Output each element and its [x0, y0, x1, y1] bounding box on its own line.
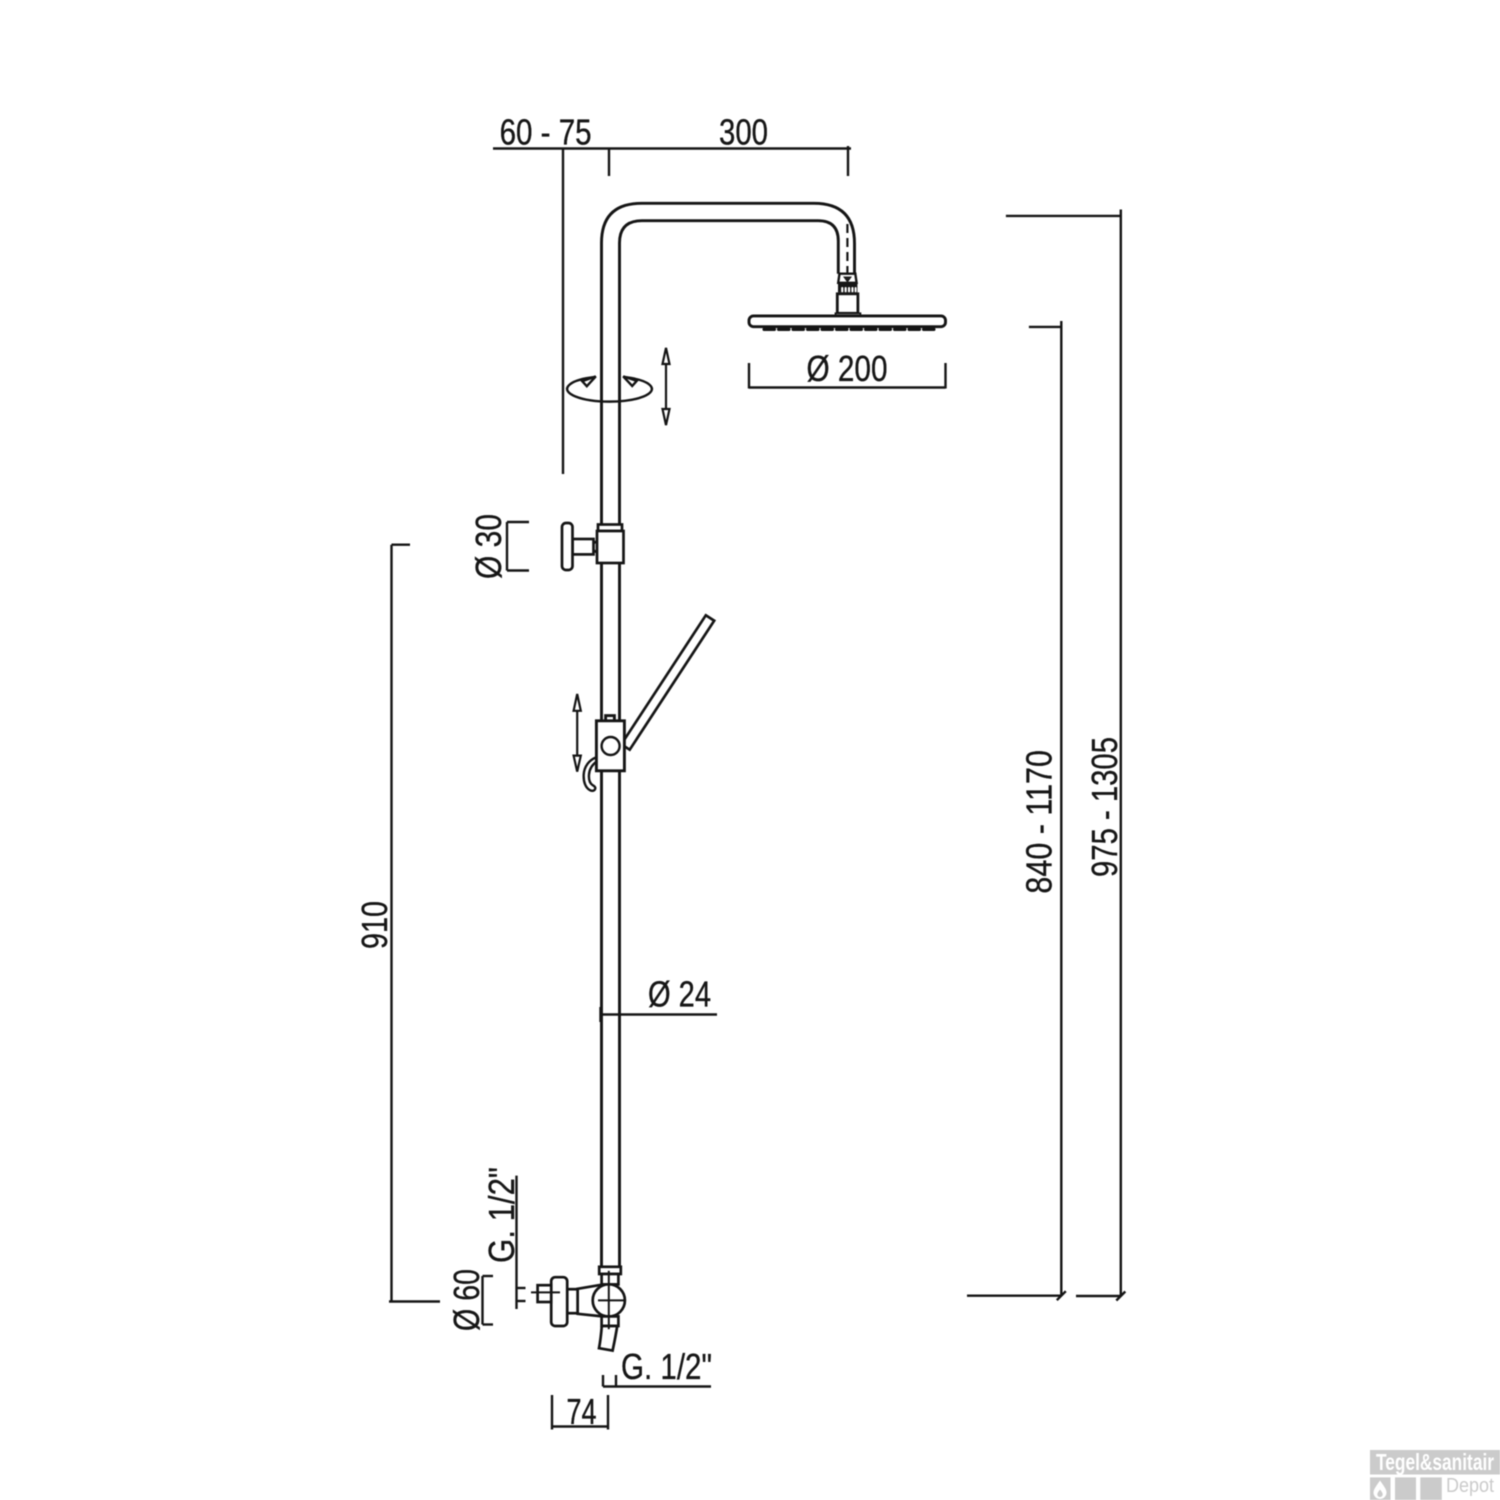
- svg-text:300: 300: [719, 112, 768, 153]
- svg-text:975 - 1305: 975 - 1305: [1084, 737, 1125, 877]
- svg-text:Ø 60: Ø 60: [446, 1269, 487, 1331]
- svg-text:910: 910: [354, 901, 395, 949]
- svg-text:Ø 200: Ø 200: [807, 348, 888, 389]
- svg-text:840 - 1170: 840 - 1170: [1019, 750, 1060, 894]
- svg-text:Depot: Depot: [1446, 1475, 1494, 1497]
- svg-text:Tegel&sanitair: Tegel&sanitair: [1376, 1449, 1494, 1475]
- svg-text:74: 74: [567, 1391, 597, 1432]
- svg-text:Ø 30: Ø 30: [468, 514, 509, 579]
- svg-text:60 - 75: 60 - 75: [500, 112, 592, 153]
- svg-text:G. 1/2": G. 1/2": [621, 1346, 712, 1387]
- svg-text:G. 1/2": G. 1/2": [481, 1167, 522, 1263]
- svg-text:Ø 24: Ø 24: [648, 974, 711, 1015]
